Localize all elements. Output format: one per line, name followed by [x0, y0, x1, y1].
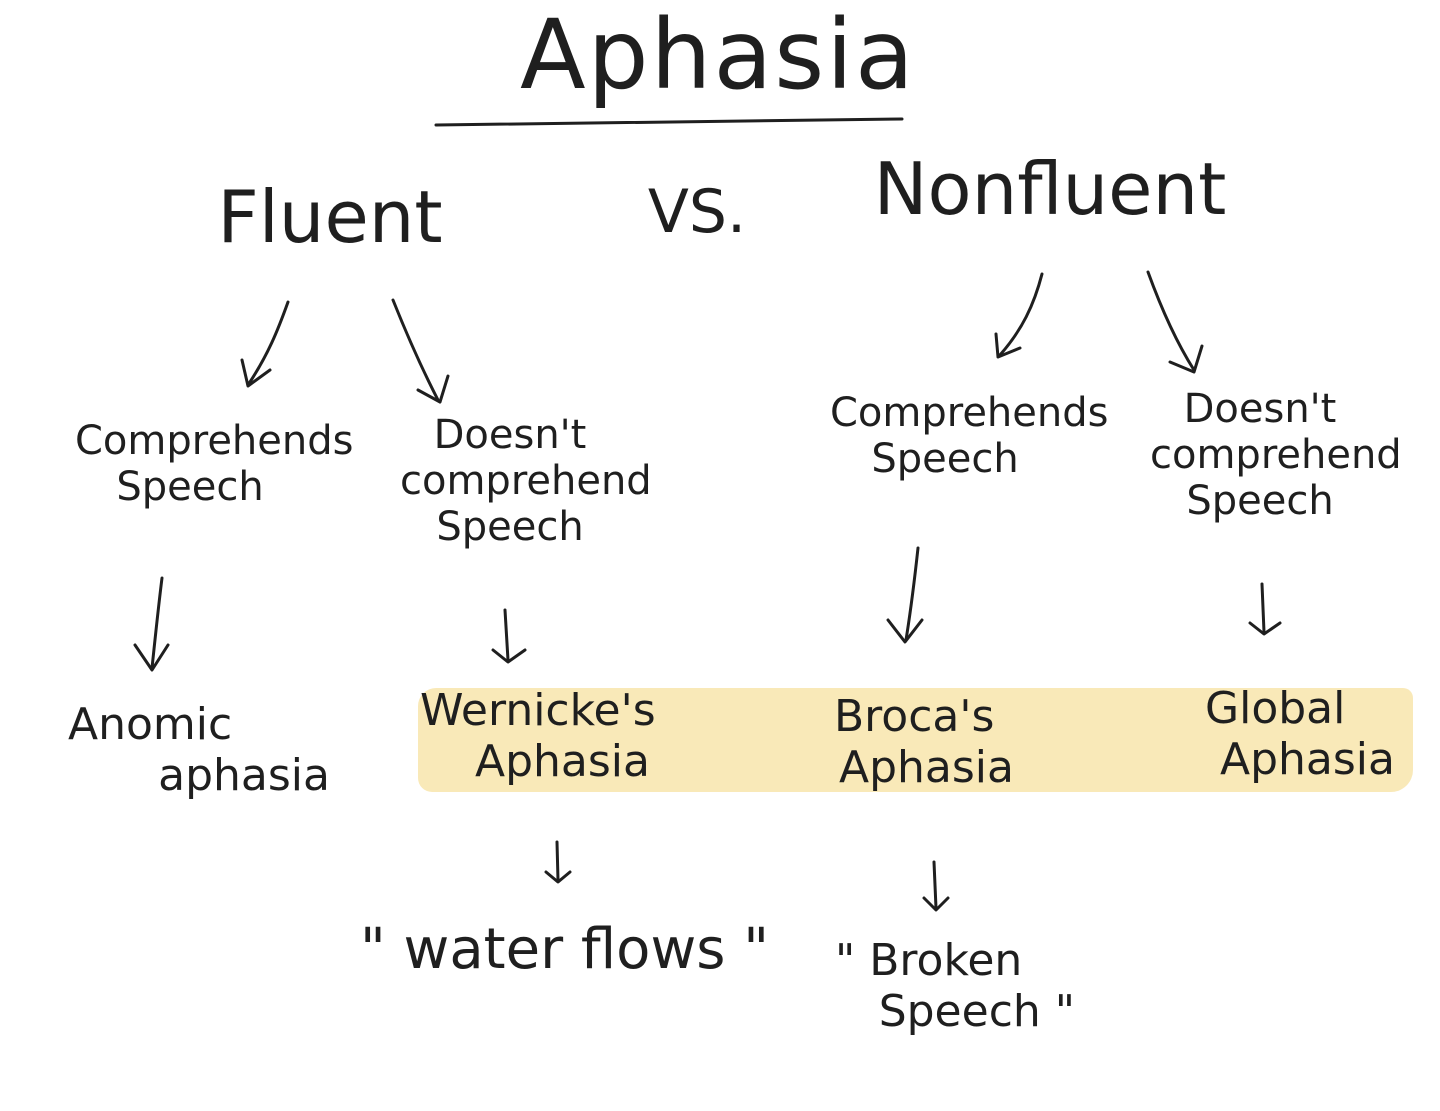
arrowhead-to-global [1248, 621, 1282, 636]
diagram-title: Aphasia [520, 0, 916, 111]
brocas-aphasia: Broca's Aphasia [834, 691, 1014, 793]
arrow-nonfluent-doesnt [1146, 270, 1196, 372]
arrowhead-fluent-comprehends [240, 358, 272, 388]
arrow-to-wernickes [503, 608, 510, 662]
global-aphasia: Global Aphasia [1205, 683, 1395, 785]
arrowhead-to-wernickes [491, 648, 527, 664]
arrow-to-water-flows [555, 840, 560, 882]
arrowhead-to-broken-speech [922, 896, 950, 912]
arrowhead-to-brocas [886, 618, 924, 644]
nonfluent-comprehends-speech: Comprehends Speech [830, 390, 1109, 482]
arrowhead-nonfluent-comprehends [994, 332, 1022, 359]
arrowhead-to-anomic [133, 643, 170, 672]
arrowhead-nonfluent-doesnt [1168, 344, 1204, 374]
arrow-nonfluent-comprehends [998, 272, 1044, 357]
vs-separator: VS. [647, 177, 747, 247]
title-underline [434, 117, 904, 127]
nonfluent-label: Nonfluent [873, 147, 1227, 231]
arrow-fluent-comprehends [246, 300, 290, 387]
arrow-to-broken-speech [932, 860, 938, 910]
arrow-to-brocas [904, 546, 920, 642]
fluent-label: Fluent [217, 175, 443, 259]
anomic-aphasia: Anomic aphasia [68, 699, 330, 801]
arrowhead-to-water-flows [544, 870, 572, 884]
nonfluent-doesnt-comprehend-speech: Doesn't comprehend Speech [1150, 386, 1402, 524]
wernickes-aphasia: Wernicke's Aphasia [420, 685, 656, 787]
arrow-to-anomic [150, 576, 164, 670]
brocas-example-quote: " Broken Speech " [835, 935, 1075, 1037]
fluent-comprehends-speech: Comprehends Speech [75, 418, 354, 510]
wernickes-example-quote: " water flows " [360, 917, 769, 982]
arrow-fluent-doesnt [391, 298, 440, 402]
fluent-doesnt-comprehend-speech: Doesn't comprehend Speech [400, 412, 652, 550]
aphasia-types-highlight [418, 688, 1413, 792]
arrowhead-fluent-doesnt [416, 374, 450, 404]
arrow-to-global [1260, 582, 1266, 634]
